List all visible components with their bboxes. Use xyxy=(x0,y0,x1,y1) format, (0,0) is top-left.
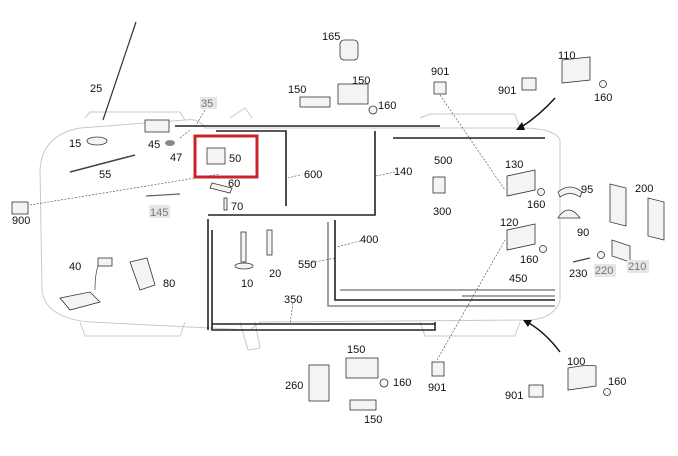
callout-35[interactable]: 35 xyxy=(201,98,213,110)
pin-230-icon xyxy=(572,257,591,263)
callout-300[interactable]: 300 xyxy=(433,206,451,218)
sensor-100-icon xyxy=(567,364,597,391)
callout-200[interactable]: 200 xyxy=(635,183,653,195)
callout-10[interactable]: 10 xyxy=(241,278,253,290)
callout-230[interactable]: 230 xyxy=(569,268,587,280)
callout-901[interactable]: 901 xyxy=(428,382,446,394)
plug-901c-icon xyxy=(431,361,445,377)
callout-550[interactable]: 550 xyxy=(298,259,316,271)
callout-350[interactable]: 350 xyxy=(284,294,302,306)
callout-25[interactable]: 25 xyxy=(90,83,102,95)
cylinder-icon xyxy=(339,39,359,61)
callout-40[interactable]: 40 xyxy=(69,261,81,273)
bracket-210-icon xyxy=(611,239,631,263)
callout-100[interactable]: 100 xyxy=(567,356,585,368)
screw-icon xyxy=(223,197,228,211)
bracket-icon xyxy=(209,182,233,194)
antenna-rod-icon xyxy=(102,21,137,121)
callout-165[interactable]: 165 xyxy=(322,31,340,43)
module-icon xyxy=(144,119,170,133)
plug-901d-icon xyxy=(528,384,544,398)
highlight-box xyxy=(193,134,259,179)
callout-500[interactable]: 500 xyxy=(434,155,452,167)
bracket-200-icon xyxy=(609,183,627,227)
callout-120[interactable]: 120 xyxy=(500,217,518,229)
rod-icon xyxy=(145,193,181,197)
arrows xyxy=(516,97,561,353)
plug-icon xyxy=(165,140,175,146)
sensor-pad-40-icon xyxy=(59,291,101,311)
plug-901b-icon xyxy=(521,77,537,91)
callout-labels: 25 35 165 150 150 160 15 45 47 50 60 70 … xyxy=(12,31,653,426)
relay-icon xyxy=(206,147,226,165)
callout-901[interactable]: 901 xyxy=(431,66,449,78)
sensor-10-icon xyxy=(240,231,247,263)
callout-145[interactable]: 145 xyxy=(150,207,168,219)
callout-80[interactable]: 80 xyxy=(163,278,175,290)
callout-20[interactable]: 20 xyxy=(269,268,281,280)
callout-220[interactable]: 220 xyxy=(595,265,613,277)
plug-901-icon xyxy=(433,81,447,95)
callout-901[interactable]: 901 xyxy=(505,390,523,402)
relay-300-icon xyxy=(432,176,446,194)
callout-210[interactable]: 210 xyxy=(628,261,646,273)
wiring-harness xyxy=(175,125,555,331)
callout-150[interactable]: 150 xyxy=(352,75,370,87)
vehicle-outline xyxy=(39,107,561,351)
callout-110[interactable]: 110 xyxy=(558,50,576,62)
cover-95-icon xyxy=(557,186,583,198)
callout-50[interactable]: 50 xyxy=(229,153,241,165)
sensor-20-icon xyxy=(266,229,273,256)
sensor-150-icon xyxy=(349,399,377,411)
callout-160[interactable]: 160 xyxy=(527,199,545,211)
callout-90[interactable]: 90 xyxy=(577,227,589,239)
sensor-110-icon xyxy=(561,56,591,84)
callout-150[interactable]: 150 xyxy=(347,344,365,356)
callout-160[interactable]: 160 xyxy=(393,377,411,389)
callout-260[interactable]: 260 xyxy=(285,380,303,392)
callout-900[interactable]: 900 xyxy=(12,215,30,227)
callout-160[interactable]: 160 xyxy=(378,100,396,112)
callout-450[interactable]: 450 xyxy=(509,273,527,285)
callout-55[interactable]: 55 xyxy=(99,169,111,181)
callout-45[interactable]: 45 xyxy=(148,139,160,151)
sensor-90-icon xyxy=(557,209,581,219)
callout-600[interactable]: 600 xyxy=(304,169,322,181)
callout-60[interactable]: 60 xyxy=(228,178,240,190)
control-unit-icon xyxy=(337,83,369,105)
leader-lines xyxy=(29,94,506,361)
callout-160[interactable]: 160 xyxy=(608,376,626,388)
parts xyxy=(11,21,665,411)
callout-140[interactable]: 140 xyxy=(394,166,412,178)
callout-130[interactable]: 130 xyxy=(505,159,523,171)
control-unit-150-icon xyxy=(345,357,379,379)
callout-160[interactable]: 160 xyxy=(594,92,612,104)
panel-260-icon xyxy=(308,364,330,402)
callout-901[interactable]: 901 xyxy=(498,85,516,97)
callout-15[interactable]: 15 xyxy=(69,138,81,150)
nut-icon xyxy=(368,105,378,115)
sensor-120-icon xyxy=(506,223,536,251)
callout-47[interactable]: 47 xyxy=(170,152,182,164)
callout-400[interactable]: 400 xyxy=(360,234,378,246)
switch-80-icon xyxy=(129,257,156,291)
cable-icon xyxy=(69,154,136,173)
callout-95[interactable]: 95 xyxy=(581,184,593,196)
callout-150[interactable]: 150 xyxy=(288,84,306,96)
antenna-base-icon xyxy=(86,136,108,146)
connector-icon xyxy=(11,201,29,215)
sensor-130-icon xyxy=(506,169,536,197)
callout-70[interactable]: 70 xyxy=(231,201,243,213)
callout-160[interactable]: 160 xyxy=(520,254,538,266)
sensor-icon xyxy=(299,96,331,108)
callout-150[interactable]: 150 xyxy=(364,414,382,426)
